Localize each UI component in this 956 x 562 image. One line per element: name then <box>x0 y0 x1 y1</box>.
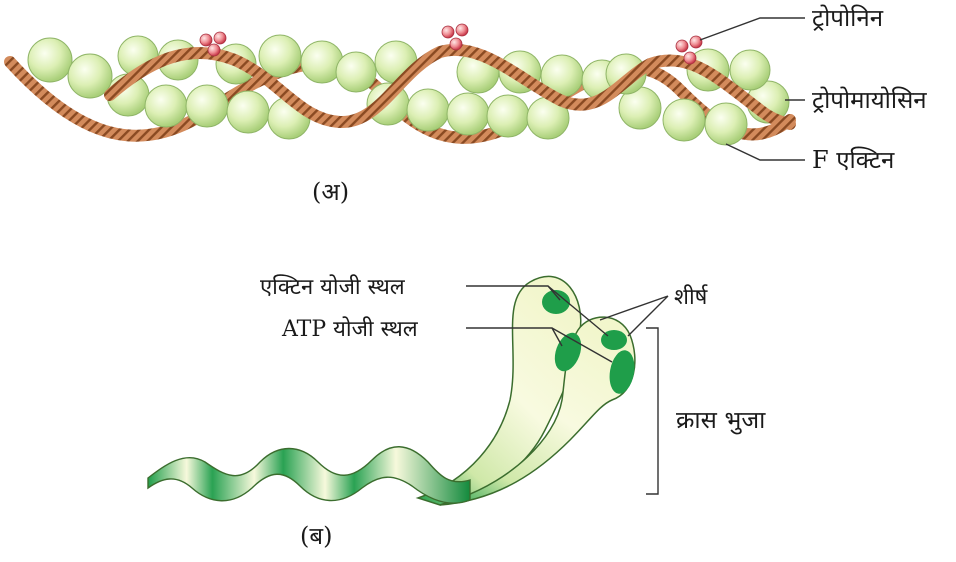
myosin-tail <box>148 447 470 503</box>
caption-a: (अ) <box>312 178 349 206</box>
actin-bead <box>705 103 747 145</box>
actin-bead <box>336 52 376 92</box>
f-actin-leader <box>726 144 805 160</box>
actin-bead <box>227 91 269 133</box>
actin-bead <box>28 38 72 82</box>
actin-bead <box>407 89 449 131</box>
cross-arm-bracket <box>646 328 658 494</box>
actin-bead <box>487 95 529 137</box>
actin-bead <box>730 50 770 90</box>
myosin-molecule <box>148 276 638 505</box>
actin-bead <box>663 99 705 141</box>
troponin-leader <box>700 18 805 40</box>
thin-filament <box>10 24 790 145</box>
tropomyosin-label: ट्रोपोमायोसिन <box>812 86 927 114</box>
troponin-label: ट्रोपोनिन <box>812 4 884 32</box>
head-label: शीर्ष <box>674 284 709 310</box>
actin-binding-site-rear <box>542 290 570 314</box>
actin-bead <box>447 93 489 135</box>
actin-binding-site-label: एक्टिन योजी स्थल <box>260 274 406 300</box>
actin-bead <box>145 85 187 127</box>
actin-bead <box>186 85 228 127</box>
caption-b: (ब) <box>300 522 332 550</box>
actin-bead <box>259 35 301 77</box>
atp-binding-site-label: ATP योजी स्थल <box>281 316 419 342</box>
cross-arm-label: क्रास भुजा <box>676 406 766 435</box>
f-actin-label: F एक्टिन <box>812 146 895 174</box>
